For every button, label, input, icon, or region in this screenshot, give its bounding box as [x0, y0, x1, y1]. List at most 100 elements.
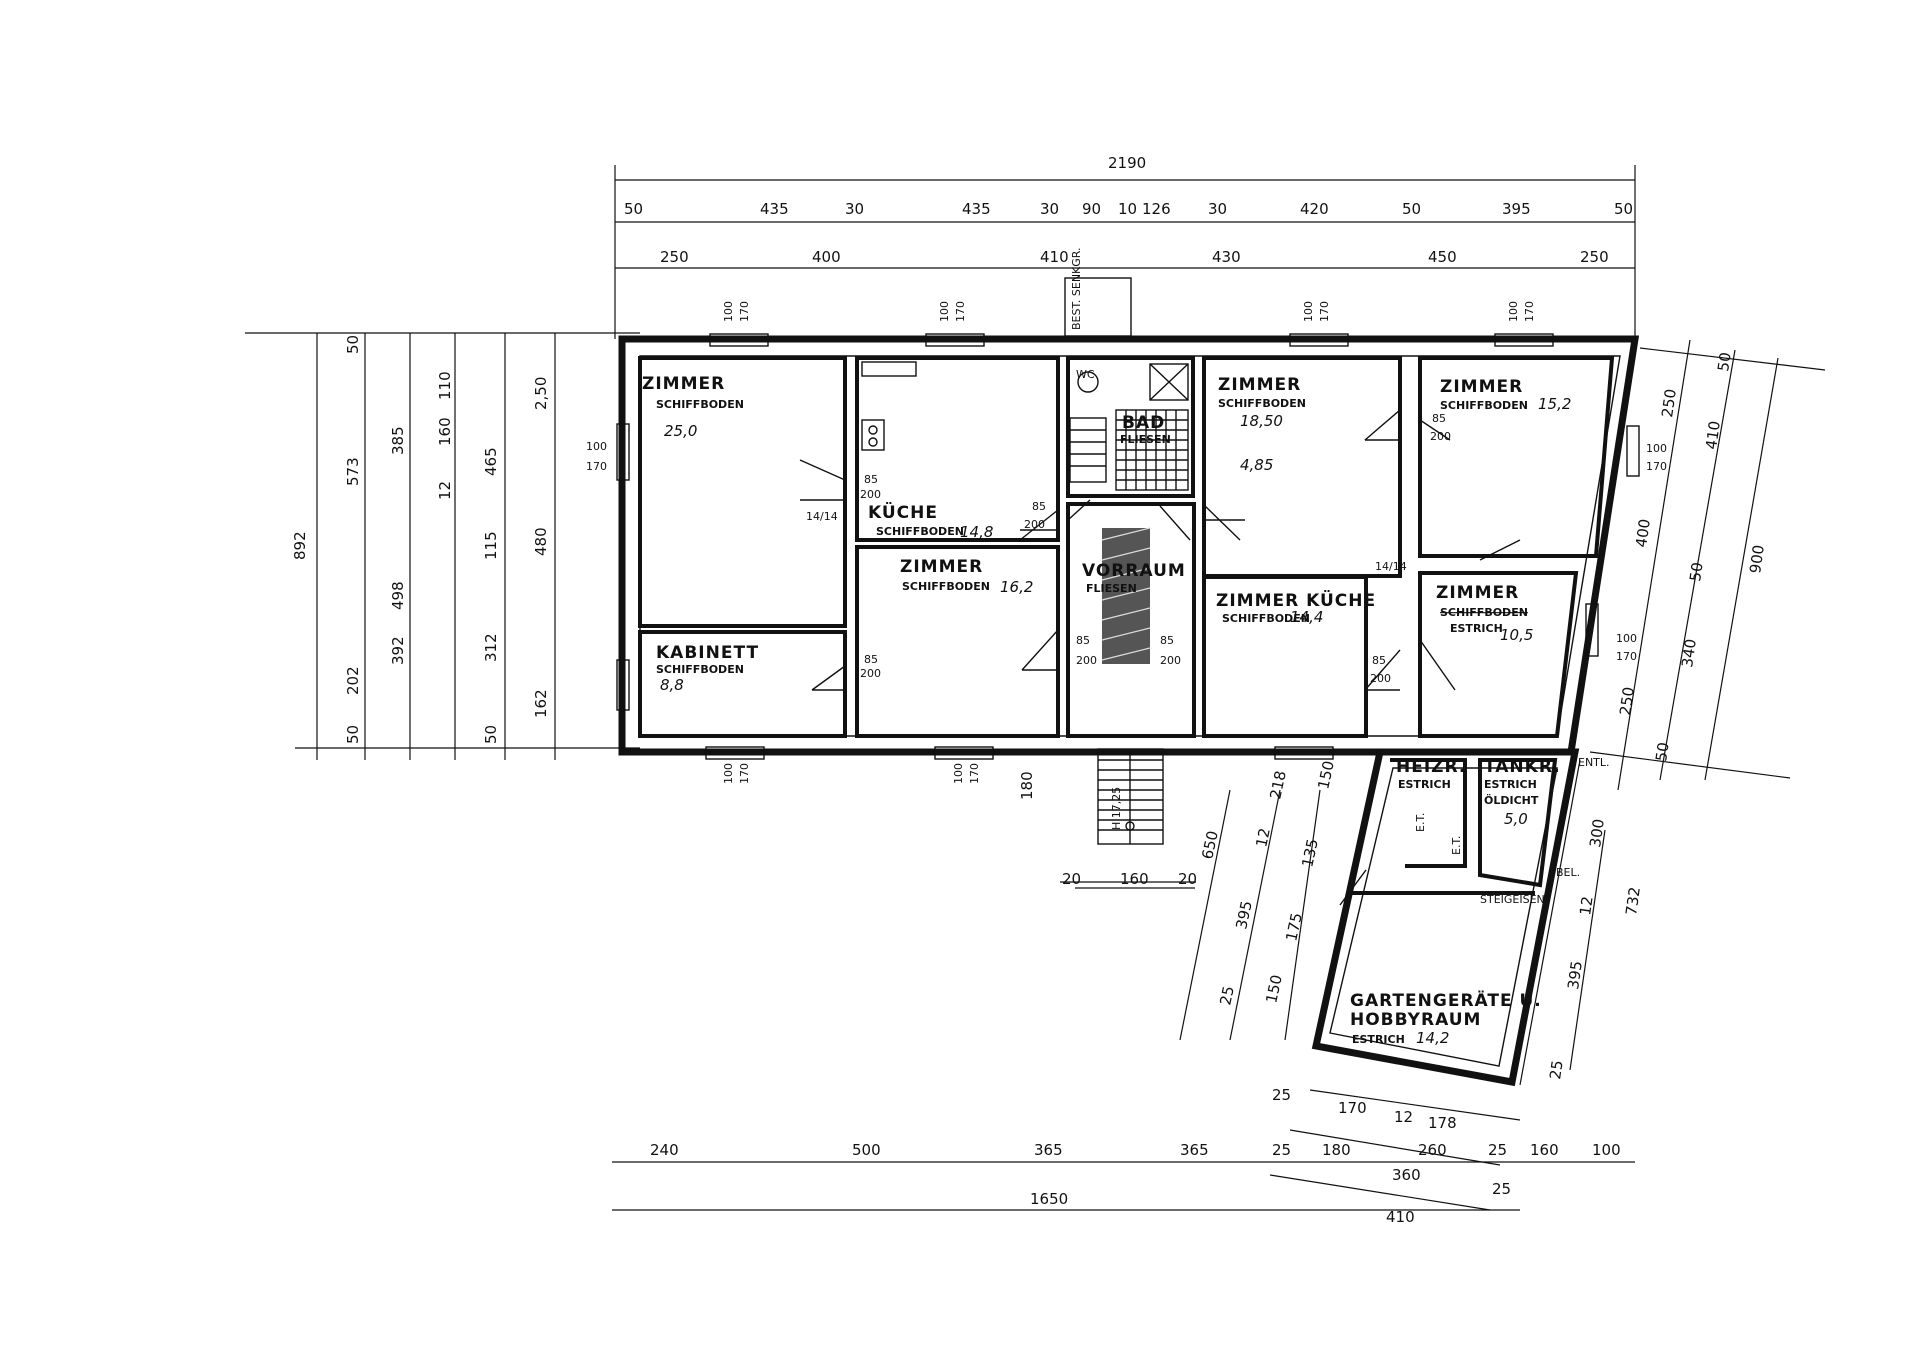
room-zimmer-5: ZIMMER SCHIFFBODEN ESTRICH 10,5	[1436, 583, 1533, 644]
dim: 12	[436, 481, 454, 500]
dim: 498	[389, 581, 407, 610]
door-dim: 85	[1432, 412, 1446, 425]
door-dim: 85	[1032, 500, 1046, 513]
dim: 126	[1142, 200, 1171, 218]
room-kabinett: KABINETT SCHIFFBODEN 8,8	[656, 643, 759, 694]
dim: 435	[962, 200, 991, 218]
room-area: 14,2	[1416, 1029, 1449, 1047]
dim: 30	[1208, 200, 1227, 218]
dim: 392	[389, 636, 407, 665]
door-swings	[799, 409, 1521, 906]
chimney-hatch	[1101, 527, 1151, 664]
dim: 20	[1062, 870, 1081, 888]
door-dim: 200	[1430, 430, 1451, 443]
room-floor: FLIESEN	[1120, 433, 1171, 446]
dim: 365	[1180, 1141, 1209, 1159]
room-area: 5,0	[1504, 810, 1528, 828]
room-name: ZIMMER KÜCHE	[1216, 589, 1376, 611]
dims-right: 50 250 410 400 50 900 340 250 50 300 12 …	[1546, 351, 1768, 1080]
window-dim: 100	[722, 301, 735, 322]
window-dim: 170	[1646, 460, 1667, 473]
et-label-1: E.T.	[1414, 813, 1427, 832]
room-floor: SCHIFFBODEN	[876, 525, 964, 538]
senkgrube-box	[1064, 277, 1132, 337]
door-dim: 85	[864, 473, 878, 486]
dim: 240	[650, 1141, 679, 1159]
window-dim: 170	[1523, 301, 1536, 322]
dim: 340	[1678, 638, 1700, 669]
dim: 312	[482, 633, 500, 662]
bel-label: BEL.	[1556, 866, 1580, 879]
window-dim: 100	[722, 763, 735, 784]
dim: 100	[1592, 1141, 1621, 1159]
dim: 10	[1118, 200, 1137, 218]
dim: 250	[1580, 248, 1609, 266]
misc-labels: BEST. SENKGR. ENTL. BEL. STEIGEISEN WC E…	[806, 247, 1610, 906]
window-markers	[616, 333, 1640, 760]
door-dim: 85	[1372, 654, 1386, 667]
window-dim: 100	[1616, 632, 1637, 645]
room-heizraum: HEIZR. ESTRICH	[1396, 757, 1465, 791]
dim: 150	[1314, 759, 1338, 791]
dim: 50	[624, 200, 643, 218]
room-name: VORRAUM	[1082, 561, 1186, 581]
dim: 90	[1082, 200, 1101, 218]
room-floor-2: ÖLDICHT	[1484, 793, 1539, 807]
et-label-2: E.T.	[1450, 836, 1463, 855]
window-dim: 170	[954, 301, 967, 322]
window-dim: 170	[738, 763, 751, 784]
door-dim: 200	[1160, 654, 1181, 667]
room-name: ZIMMER	[1218, 375, 1301, 395]
dim: 385	[389, 426, 407, 455]
dim: 25	[1272, 1086, 1291, 1104]
dim: 150	[1262, 973, 1286, 1005]
dims-left: 892 50 573 202 50 385 498 392 110 160 12…	[291, 335, 550, 744]
room-bad: BAD FLIESEN	[1120, 413, 1171, 446]
door-dim: 200	[1024, 518, 1045, 531]
room-area: 14,8	[960, 523, 993, 541]
dim: 260	[1418, 1141, 1447, 1159]
dim: 178	[1428, 1114, 1457, 1132]
dim: 900	[1746, 544, 1768, 575]
dimension-lines	[245, 165, 1826, 1211]
window-dim: 170	[1318, 301, 1331, 322]
room-name-line2: HOBBYRAUM	[1350, 1010, 1481, 1030]
door-dim: 200	[860, 488, 881, 501]
dims-top: 2190 50 435 30 435 30 90 10 126 30 420 5…	[624, 154, 1633, 266]
dim: 50	[482, 725, 500, 744]
dim: 12	[1576, 895, 1596, 916]
window-dim: 170	[968, 763, 981, 784]
room-area: 15,2	[1538, 395, 1571, 413]
door-dim: 200	[1370, 672, 1391, 685]
room-name: ZIMMER	[1440, 377, 1523, 397]
dim: 400	[812, 248, 841, 266]
room-zimmer-1: ZIMMER SCHIFFBODEN 25,0	[642, 374, 744, 440]
dim: 218	[1266, 769, 1290, 801]
room-kueche: KÜCHE SCHIFFBODEN 14,8	[868, 501, 993, 541]
room-name: ZIMMER	[1436, 583, 1519, 603]
dim: 162	[532, 689, 550, 718]
dim: 202	[344, 666, 362, 695]
dims-bottom: 240 500 365 365 25 180 260 25 160 100 16…	[650, 1086, 1621, 1226]
dim: 180	[1018, 771, 1036, 800]
dim: 250	[660, 248, 689, 266]
room-area: 25,0	[664, 422, 697, 440]
dim-overall-length: 1650	[1030, 1190, 1068, 1208]
dim: 395	[1502, 200, 1531, 218]
dim: 360	[1392, 1166, 1421, 1184]
dim: 25	[1488, 1141, 1507, 1159]
dim: 250	[1658, 388, 1680, 419]
room-name: KABINETT	[656, 643, 759, 663]
dim: 25	[1546, 1059, 1566, 1080]
dims-stair: 20 160 20 180	[1018, 771, 1197, 889]
interior-walls	[638, 356, 1615, 895]
wall-code-label: 14/14	[1375, 560, 1407, 573]
room-floor: ESTRICH	[1398, 778, 1451, 791]
senkgrube-label: BEST. SENKGR.	[1070, 247, 1083, 330]
dim: 300	[1586, 818, 1608, 849]
room-zimmer-2: ZIMMER SCHIFFBODEN 18,50 4,85	[1218, 375, 1306, 474]
room-gartengeraete-hobbyraum: GARTENGERÄTE U. HOBBYRAUM ESTRICH 14,2	[1350, 989, 1541, 1047]
dim: 135	[1298, 837, 1322, 869]
room-area: 16,2	[1000, 578, 1033, 596]
